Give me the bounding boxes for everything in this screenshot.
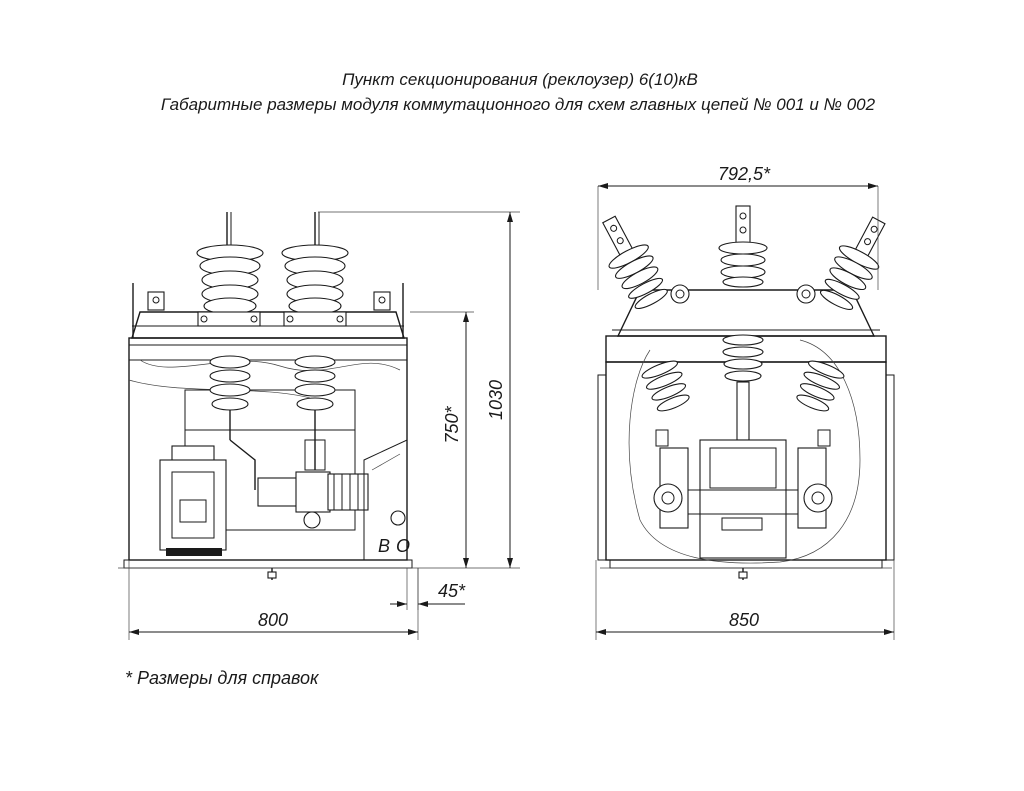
- vacuum-breaker: [257, 471, 369, 529]
- reference-footnote: * Размеры для справок: [125, 668, 319, 688]
- mechanism-plate: В О: [363, 439, 410, 561]
- front-bushing-center: [718, 205, 768, 288]
- front-inner-insulators: [641, 334, 845, 441]
- open-marker-label: О: [396, 536, 410, 556]
- front-view: 792,5* 850: [595, 164, 895, 640]
- dimension-width-right: 850: [595, 560, 895, 640]
- width-right-label: 850: [729, 610, 759, 630]
- drawing-title-line-2: Габаритные размеры модуля коммутационног…: [160, 95, 876, 114]
- front-mechanism: [653, 429, 833, 559]
- inner-insulators: [209, 355, 336, 490]
- dimension-width-top: 792,5*: [597, 164, 879, 290]
- front-bushing-right: [819, 216, 886, 310]
- front-view-housing: [597, 284, 895, 569]
- dimension-height-partial: 750*: [410, 311, 474, 568]
- front-bushing-left: [602, 215, 668, 310]
- width-left-label: 800: [258, 610, 288, 630]
- drawing-title-line-1: Пункт секционирования (реклоузер) 6(10)к…: [342, 70, 698, 89]
- offset-label: 45*: [438, 581, 466, 601]
- side-view: В О 1030 750* 45*: [118, 211, 520, 640]
- height-total-label: 1030: [486, 380, 506, 420]
- close-marker-label: В: [378, 536, 390, 556]
- current-transformer: [159, 445, 227, 556]
- dimension-height-total: 1030: [318, 211, 520, 569]
- top-insulator-2: [281, 212, 349, 327]
- width-top-label: 792,5*: [718, 164, 771, 184]
- dimension-offset: 45*: [390, 568, 466, 610]
- side-view-housing: [118, 283, 418, 569]
- top-insulator-1: [196, 212, 264, 327]
- dimension-width-left: 800: [128, 560, 419, 640]
- height-partial-label: 750*: [442, 405, 462, 443]
